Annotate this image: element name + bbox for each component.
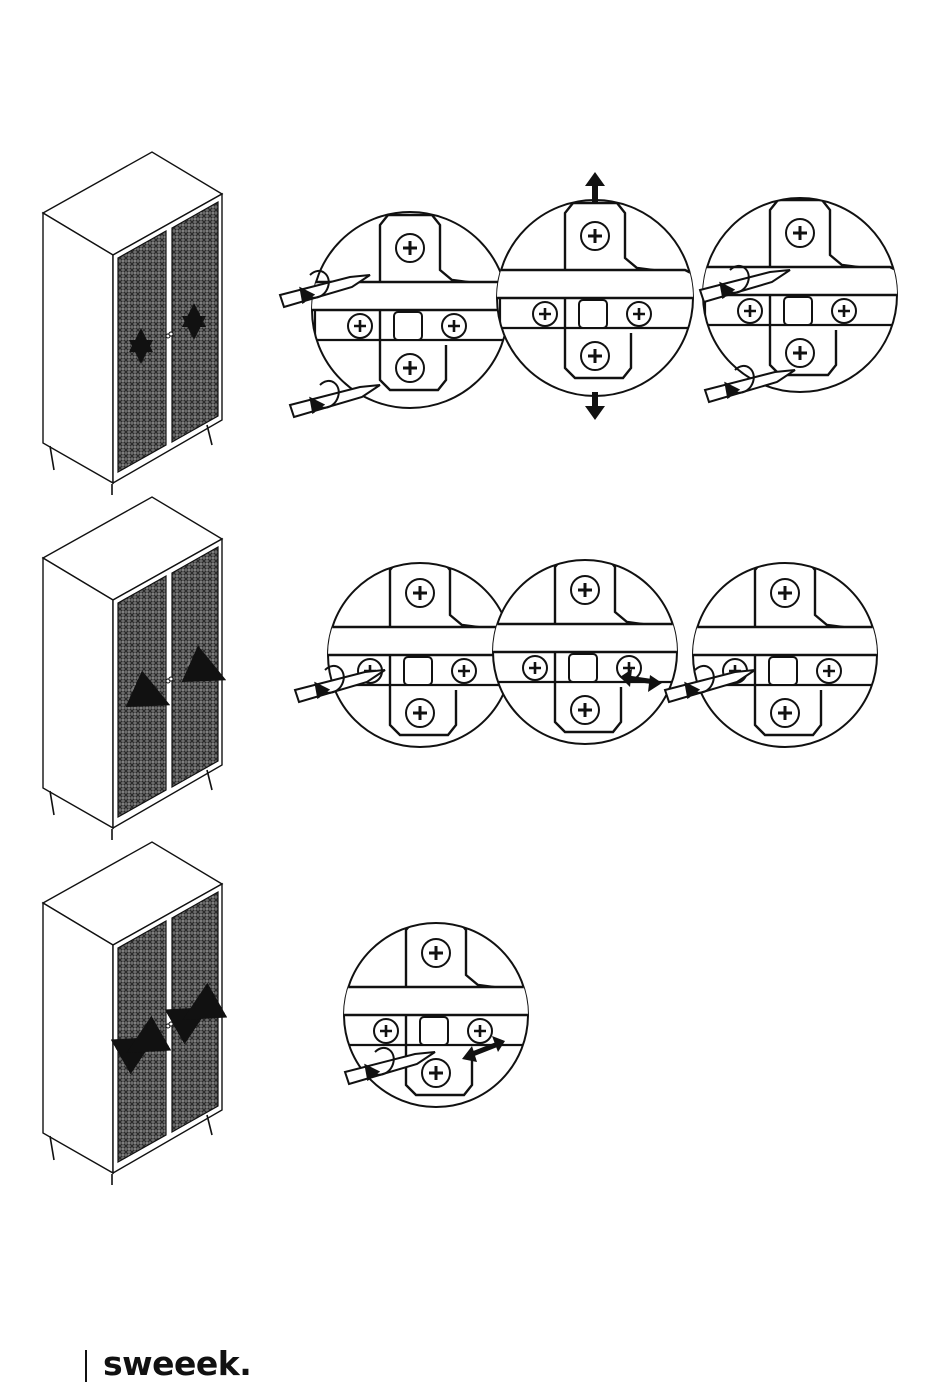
footer-divider — [85, 1350, 87, 1382]
hinge-detail-icon — [0, 690, 950, 1200]
brand-logo: sweeek. — [103, 1346, 251, 1382]
step-lateral-adjustment — [0, 690, 950, 1200]
